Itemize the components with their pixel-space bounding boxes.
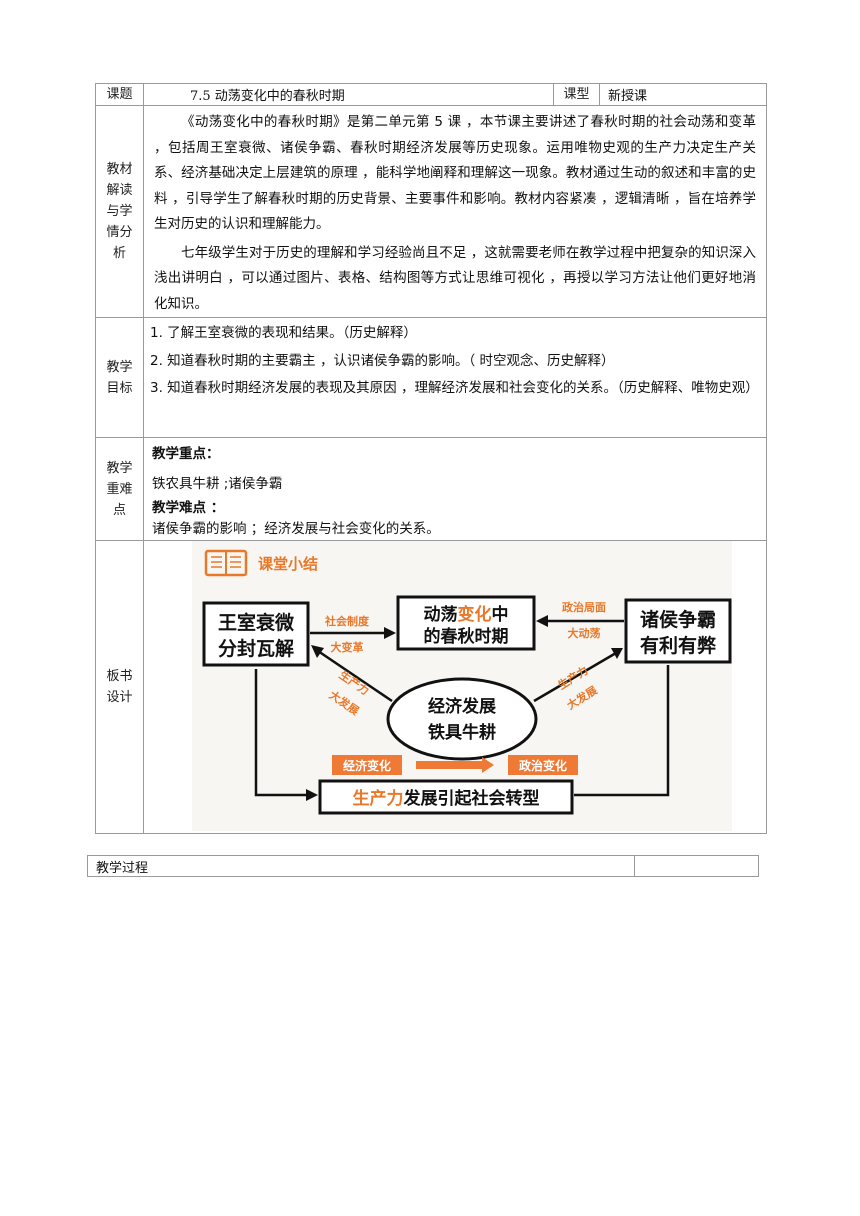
ellipse-line1: 经济发展: [428, 696, 496, 717]
board-label: 板书设计: [95, 540, 144, 834]
goals-row: 教学目标 1. 了解王室衰微的表现和结果。（历史解释） 2. 知道春秋时期的主要…: [95, 317, 767, 438]
analysis-content: 《动荡变化中的春秋时期》是第二单元第 5 课 ，本节课主要讲述了春秋时期的社会动…: [143, 105, 767, 318]
summary-diagram: 课堂小结 王室衰微 分封瓦解 动荡变化中 的春秋时期 诸侯争霸 有利有弊: [202, 549, 732, 815]
type-label: 课型: [553, 83, 600, 106]
analysis-label: 教材解读与学情分析: [95, 105, 144, 318]
left-box: [202, 601, 310, 667]
keypoints-content: 教学重点： 铁农具牛耕 ;诸侯争霸 教学难点 ： 诸侯争霸的影响 ；经济发展与社…: [143, 437, 767, 541]
goals-label: 教学目标: [95, 317, 144, 438]
center-line1: 动荡变化中: [424, 604, 509, 625]
keypoints-label: 教学重难点: [95, 437, 144, 541]
center-line2: 的春秋时期: [424, 626, 509, 647]
right-connector: [574, 665, 670, 797]
right-box-line1: 诸侯争霸: [640, 608, 716, 631]
lesson-title: 7.5 动荡变化中的春秋时期: [143, 83, 554, 106]
left-box-line2: 分封瓦解: [218, 637, 294, 660]
arrow-right-label-1: 政治局面: [562, 600, 606, 614]
tag-economy: [332, 755, 402, 775]
tag-economy-label: 经济变化: [343, 758, 391, 773]
keypoints-row: 教学重难点 教学重点： 铁农具牛耕 ;诸侯争霸 教学难点 ： 诸侯争霸的影响 ；…: [95, 437, 767, 541]
arrow-right-to-center: [536, 615, 624, 627]
arrow-right-label-2: 大动荡: [568, 626, 601, 640]
tag-politics-label: 政治变化: [519, 758, 567, 773]
process-label: 教学过程: [87, 855, 635, 877]
arrow-left-label-2: 大变革: [331, 640, 364, 654]
board-diagram: 课堂小结 王室衰微 分封瓦解 动荡变化中 的春秋时期 诸侯争霸 有利有弊: [192, 541, 732, 831]
bottom-box: [318, 779, 574, 815]
title-row: 课题 7.5 动荡变化中的春秋时期 课型 新授课: [95, 83, 767, 106]
lesson-plan-table: 课题 7.5 动荡变化中的春秋时期 课型 新授课 教材解读与学情分析 《动荡变化…: [95, 83, 767, 834]
process-empty-cell: [634, 855, 759, 877]
analysis-paragraph-2: 七年级学生对于历史的理解和学习经验尚且不足 ，这就需要老师在教学过程中把复杂的知…: [154, 244, 756, 312]
key-text: 铁农具牛耕 ;诸侯争霸: [152, 476, 283, 492]
lesson-type: 新授课: [599, 83, 767, 106]
left-box-line1: 王室衰微: [218, 611, 295, 634]
tag-politics: [508, 755, 578, 775]
bottom-box-text: 生产力发展引起社会转型: [353, 788, 540, 809]
goal-item-2: 2. 知道春秋时期的主要霸主 ，认识诸侯争霸的影响。（ 时空观念、历史解释）: [150, 353, 615, 369]
analysis-row: 教材解读与学情分析 《动荡变化中的春秋时期》是第二单元第 5 课 ，本节课主要讲…: [95, 105, 767, 318]
process-table: 教学过程: [87, 855, 759, 877]
title-label: 课题: [95, 83, 144, 106]
goal-item-1: 1. 了解王室衰微的表现和结果。（历史解释）: [150, 325, 417, 341]
arrow-left-label-1: 社会制度: [324, 614, 370, 628]
difficulty-text: 诸侯争霸的影响 ；经济发展与社会变化的关系。: [152, 521, 440, 537]
center-box: [396, 595, 536, 651]
board-content: 课堂小结 王室衰微 分封瓦解 动荡变化中 的春秋时期 诸侯争霸 有利有弊: [143, 540, 767, 834]
board-row: 板书设计 课堂小结: [95, 540, 767, 834]
key-heading: 教学重点：: [152, 446, 220, 462]
difficulty-heading: 教学难点 ：: [152, 500, 225, 516]
ellipse-line2: 铁具牛耕: [428, 722, 496, 743]
left-connector: [254, 669, 318, 801]
analysis-paragraph-1: 《动荡变化中的春秋时期》是第二单元第 5 课 ，本节课主要讲述了春秋时期的社会动…: [154, 114, 756, 232]
orange-arrow: [416, 757, 494, 773]
arrow-left-to-center: [310, 627, 396, 639]
arrow-ellipse-to-right: [533, 648, 623, 703]
book-icon: [204, 549, 248, 577]
right-box: [624, 598, 732, 664]
arrow-ellipse-to-left: [311, 645, 393, 703]
goal-item-3: 3. 知道春秋时期经济发展的表现及其原因 ，理解经济发展和社会变化的关系。（历史…: [150, 380, 759, 396]
board-heading: 课堂小结: [258, 555, 318, 573]
right-box-line2: 有利有弊: [640, 634, 717, 657]
economy-ellipse: [386, 677, 538, 761]
goals-content: 1. 了解王室衰微的表现和结果。（历史解释） 2. 知道春秋时期的主要霸主 ，认…: [143, 317, 767, 438]
